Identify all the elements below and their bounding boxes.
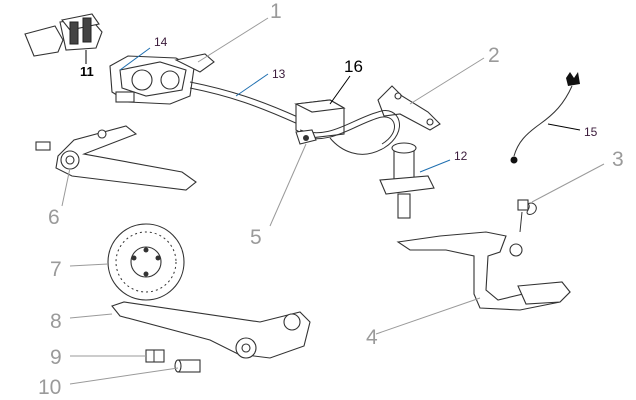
- label-5: 5: [250, 226, 262, 249]
- label-8: 8: [50, 310, 62, 333]
- bolt: [70, 349, 165, 363]
- label-6: 6: [48, 206, 60, 229]
- label-9: 9: [50, 346, 62, 369]
- label-15: 15: [584, 125, 598, 139]
- label-4: 4: [366, 326, 378, 349]
- banjo-bolt: [269, 129, 317, 227]
- label-14: 14: [154, 35, 168, 49]
- label-10: 10: [38, 376, 61, 399]
- bracket: [377, 57, 485, 131]
- reservoir: [294, 75, 351, 139]
- label-2: 2: [488, 44, 500, 67]
- label-11: 11: [80, 64, 94, 79]
- brake-pedal: [375, 231, 571, 335]
- brake-disc: [69, 223, 185, 301]
- master-cylinder: [299, 110, 451, 219]
- pedal-arm: [35, 125, 197, 207]
- label-12: 12: [454, 149, 468, 163]
- brake-switch: [510, 72, 581, 164]
- hanger-plate: [69, 301, 311, 359]
- return-spring: [517, 163, 605, 233]
- brake-hose: [189, 73, 301, 125]
- label-13: 13: [272, 67, 286, 81]
- brake-caliper: [109, 47, 215, 105]
- brake-pads: [24, 13, 103, 64]
- label-1: 1: [270, 0, 282, 23]
- label-16: 16: [344, 57, 363, 76]
- label-3: 3: [612, 148, 624, 171]
- bushing: [69, 359, 201, 385]
- label-7: 7: [50, 258, 62, 281]
